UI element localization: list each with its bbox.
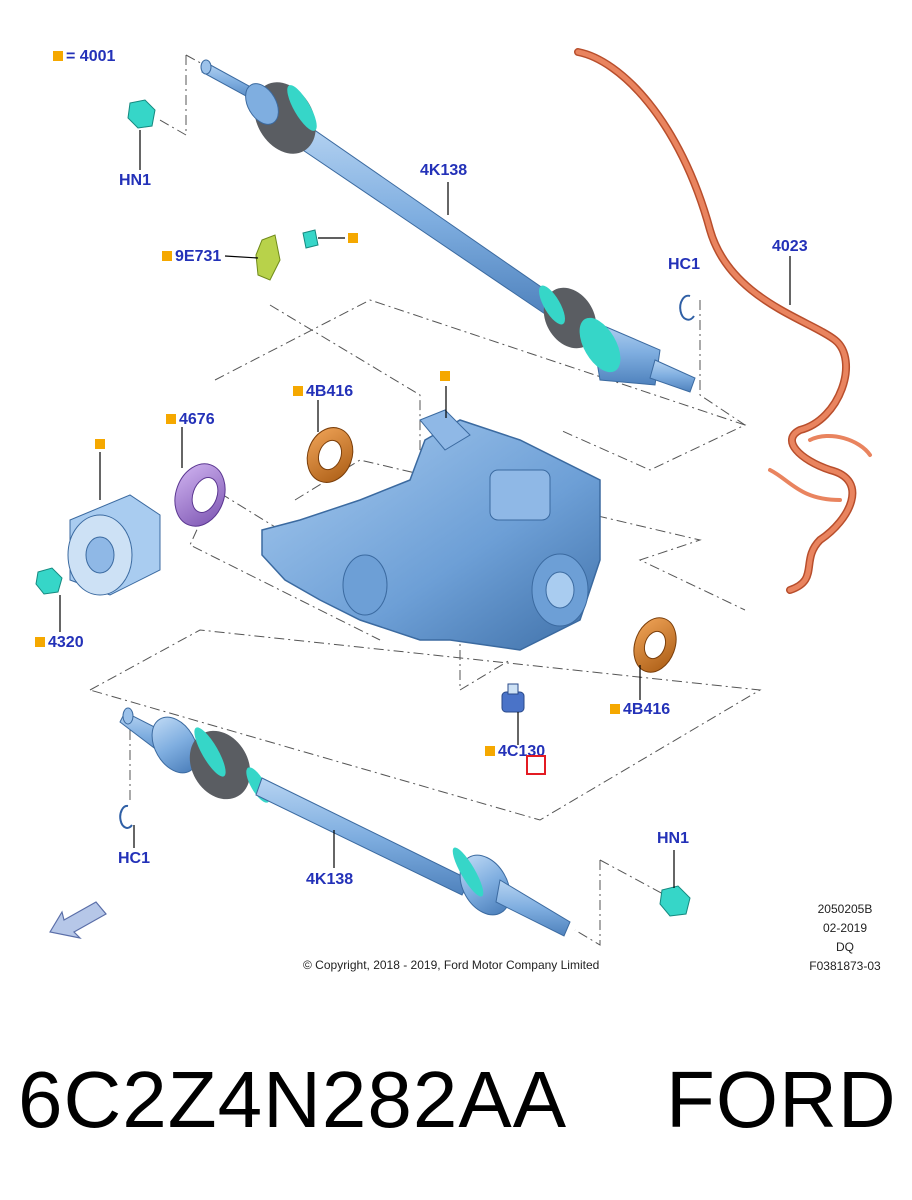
callout-shield-text: 4676 — [179, 411, 215, 428]
speed-sensor — [255, 229, 319, 281]
square-icon — [485, 746, 495, 756]
circlip-bottom — [119, 804, 133, 829]
square-icon — [610, 704, 620, 714]
callout-sensor-bolt — [348, 230, 361, 248]
copyright-notice: © Copyright, 2018 - 2019, Ford Motor Com… — [303, 958, 600, 972]
callout-sensor-text: 9E731 — [175, 248, 222, 265]
callout-sensor: 9E731 — [162, 248, 221, 266]
axle-shaft-bottom — [119, 707, 571, 937]
callout-seal-right: 4B416 — [610, 701, 670, 719]
brand-name: FORD — [666, 1055, 897, 1144]
callout-axle-shaft-top: 4K138 — [420, 162, 468, 179]
square-icon — [95, 439, 105, 449]
direction-arrow-icon — [49, 901, 107, 939]
square-icon — [166, 414, 176, 424]
part-number: 6C2Z4N282AA — [18, 1055, 568, 1144]
square-icon — [35, 637, 45, 647]
callout-nut-left-text: 4320 — [48, 634, 84, 651]
callout-shield: 4676 — [166, 411, 215, 429]
dust-shield-purple — [174, 463, 226, 527]
hub-nut-left — [35, 567, 63, 595]
meta-region: DQ — [836, 940, 854, 954]
leader-lines — [59, 130, 791, 888]
callout-hub — [95, 436, 108, 454]
bushing — [501, 683, 525, 713]
square-icon — [348, 233, 358, 243]
axle-shaft-top — [200, 59, 696, 393]
differential-housing — [261, 409, 601, 651]
callout-hc1-bottom: HC1 — [118, 850, 151, 867]
axle-seal-left — [306, 427, 354, 483]
meta-ref: F0381873-03 — [809, 959, 881, 973]
callout-hn1-top: HN1 — [119, 172, 152, 189]
meta-code: 2050205B — [817, 902, 873, 916]
wiring-harness — [574, 48, 872, 594]
diagram-metadata: 2050205B 02-2019 DQ F0381873-03 — [790, 900, 900, 976]
square-icon — [162, 251, 172, 261]
callout-housing — [440, 368, 453, 386]
callout-wiring: 4023 — [772, 238, 808, 255]
callout-seal-left-text: 4B416 — [306, 383, 354, 400]
circlip-top — [679, 294, 695, 321]
legend-square-icon — [53, 51, 63, 61]
highlight-marker — [526, 755, 546, 775]
legend: = 4001 — [53, 48, 115, 66]
legend-equals: = 4001 — [66, 48, 116, 65]
hub-nut-bottom — [659, 885, 691, 917]
callout-hn1-bottom: HN1 — [657, 830, 690, 847]
meta-date: 02-2019 — [822, 921, 868, 935]
square-icon — [440, 371, 450, 381]
hub-nut-top — [127, 99, 156, 129]
callout-nut-left: 4320 — [35, 634, 84, 652]
axle-seal-right — [633, 617, 677, 673]
callout-seal-right-text: 4B416 — [623, 701, 671, 718]
exploded-parts-diagram — [35, 48, 872, 946]
hub-flange — [67, 494, 161, 596]
callout-seal-left: 4B416 — [293, 383, 353, 401]
callout-axle-shaft-bottom: 4K138 — [306, 871, 354, 888]
callout-hc1-top: HC1 — [668, 256, 701, 273]
square-icon — [293, 386, 303, 396]
